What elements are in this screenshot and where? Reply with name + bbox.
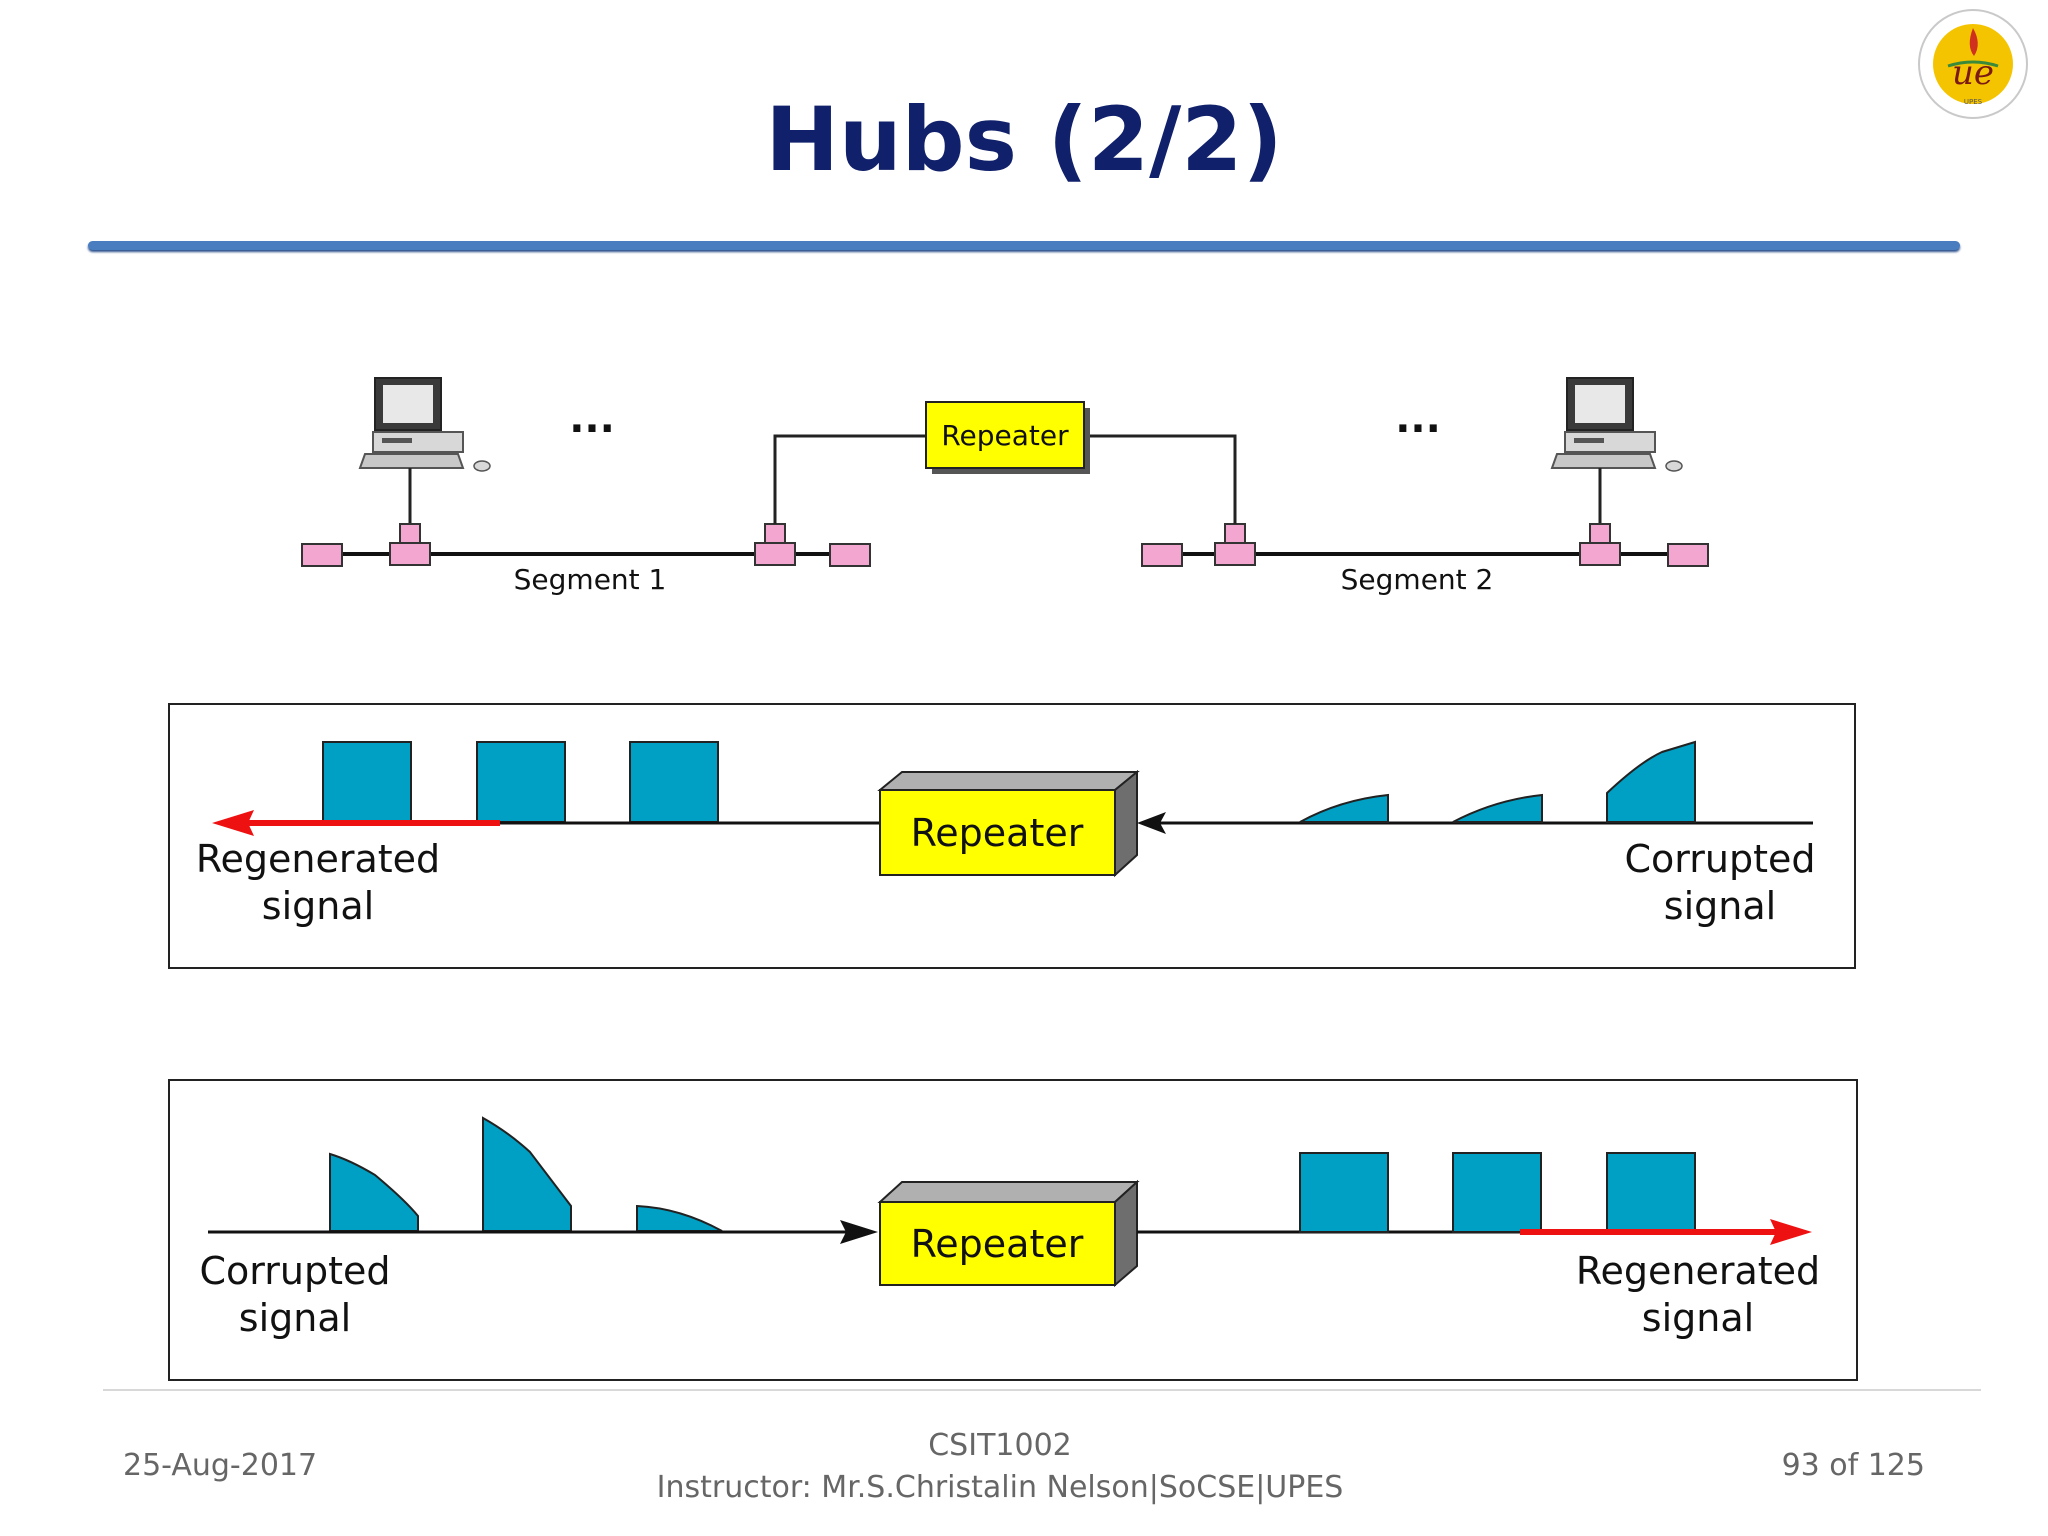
- connector-terminator-right: [1667, 543, 1709, 567]
- connector-terminator-mid-left: [829, 543, 871, 567]
- connector-tap-3: [1214, 523, 1256, 566]
- connector-terminator-mid-right: [1141, 543, 1183, 567]
- panel-2-right-label-line1: Regenerated: [1576, 1249, 1820, 1293]
- computer-icon-right: [1550, 377, 1683, 472]
- panel-1-right-label-line2: signal: [1664, 884, 1776, 928]
- panel-1-repeater-label: Repeater: [911, 811, 1084, 855]
- footer-page-number: 93 of 125: [1781, 1448, 1925, 1483]
- panel-2-repeater-label: Repeater: [911, 1222, 1084, 1266]
- panel-1-repeater: Repeater: [877, 769, 1140, 878]
- connector-terminator-left: [301, 543, 343, 567]
- ellipsis-right: ...: [1395, 396, 1441, 442]
- slide-title: Hubs (2/2): [765, 88, 1283, 191]
- computer-icon-left: [358, 377, 491, 472]
- panel-1-right-label-line1: Corrupted: [1625, 837, 1816, 881]
- segment-2-label: Segment 2: [1341, 563, 1494, 596]
- top-repeater: Repeater: [925, 401, 1090, 474]
- connector-tap-1: [389, 523, 431, 566]
- footer-divider: [103, 1389, 1981, 1391]
- ellipsis-left: ...: [569, 396, 615, 442]
- panel-2-right-label-line2: signal: [1642, 1296, 1754, 1340]
- title-underline: [88, 241, 1960, 250]
- svg-text:UPES: UPES: [1964, 98, 1983, 106]
- footer-date: 25-Aug-2017: [123, 1448, 318, 1483]
- segment-1-label: Segment 1: [514, 563, 667, 596]
- top-repeater-label: Repeater: [941, 419, 1069, 452]
- svg-text:ue: ue: [1952, 53, 1994, 93]
- panel-1-left-label-line1: Regenerated: [196, 837, 440, 881]
- footer-course: CSIT1002: [928, 1428, 1072, 1463]
- panel-2-repeater: Repeater: [877, 1179, 1140, 1288]
- panel-2-left-label-line1: Corrupted: [200, 1249, 391, 1293]
- panel-1-left-label-line2: signal: [262, 884, 374, 928]
- connector-tap-4: [1579, 523, 1621, 566]
- footer-instructor: Instructor: Mr.S.Christalin Nelson|SoCSE…: [656, 1470, 1344, 1505]
- connector-tap-2: [754, 523, 796, 566]
- panel-2-left-label-line2: signal: [239, 1296, 351, 1340]
- upes-logo: ue UPES: [1918, 9, 2028, 119]
